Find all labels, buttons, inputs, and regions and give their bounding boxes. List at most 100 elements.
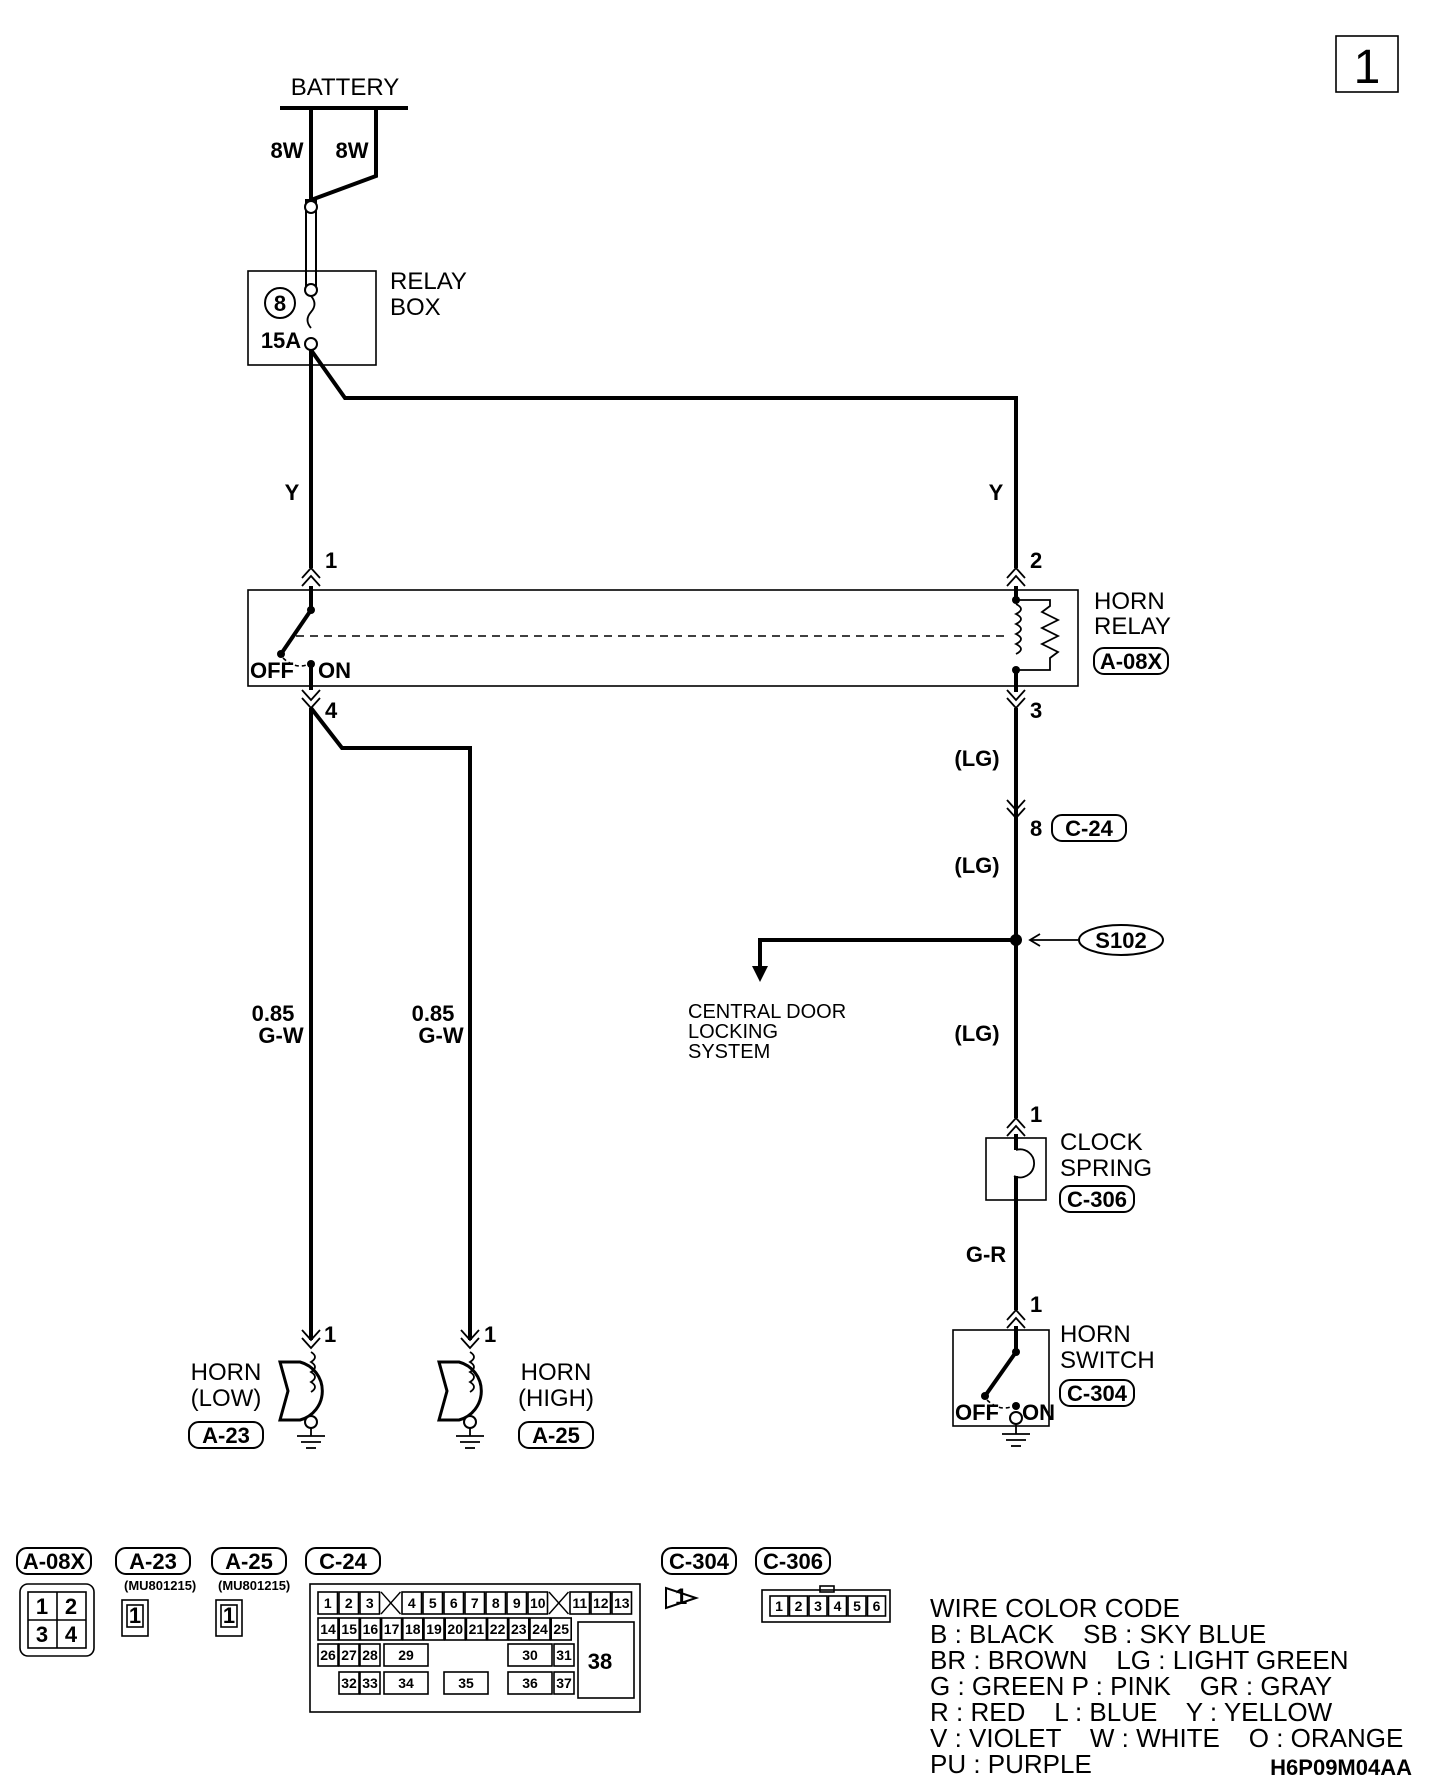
legend-title: WIRE COLOR CODE bbox=[930, 1593, 1180, 1623]
c306-pin-5-cell bbox=[847, 1595, 867, 1617]
c306-pin-4: 4 bbox=[834, 1598, 842, 1614]
c24-pin-37-cell bbox=[553, 1671, 575, 1695]
conn-a25-pin: 1 bbox=[223, 1603, 235, 1628]
c24-pin-21: 21 bbox=[469, 1621, 485, 1637]
horn-low-connector: A-23 bbox=[202, 1423, 250, 1448]
horn-switch-pin: 1 bbox=[1030, 1292, 1042, 1317]
horn-high: 1 HORN (HIGH) A-25 bbox=[437, 1322, 594, 1449]
c24-pin-6-cell bbox=[443, 1591, 465, 1615]
c24-pin-24-cell bbox=[529, 1617, 551, 1641]
conn-a23-pin: 1 bbox=[129, 1603, 141, 1628]
diagram-code: H6P09M04AA bbox=[1270, 1755, 1412, 1780]
horn-low: 1 HORN (LOW) A-23 bbox=[188, 1322, 336, 1449]
wire-y-right-label: Y bbox=[989, 480, 1004, 505]
c24-pin-20-cell bbox=[444, 1617, 467, 1641]
horn-switch-on: ON bbox=[1022, 1400, 1055, 1425]
conn-c304-pin: 1 bbox=[675, 1584, 687, 1609]
c24-pin-12: 12 bbox=[593, 1595, 609, 1611]
horn-output-wires: 0.85 G-W 0.85 G-W bbox=[252, 706, 472, 1340]
c24-pin-33-cell bbox=[359, 1671, 381, 1695]
central-door-label-3: SYSTEM bbox=[688, 1041, 770, 1063]
battery-wire-left-label: 8W bbox=[271, 138, 304, 163]
horn-high-pin: 1 bbox=[484, 1322, 496, 1347]
c24-pin-17: 17 bbox=[384, 1621, 400, 1637]
horn-low-wire-size: 0.85 bbox=[252, 1001, 295, 1026]
wire-color-legend: WIRE COLOR CODE B : BLACK SB : SKY BLUE … bbox=[930, 1593, 1412, 1780]
horn-relay-pin-2: 2 bbox=[1030, 548, 1042, 573]
horn-relay-label-2: RELAY bbox=[1094, 613, 1171, 640]
legend-line-3: G : GREEN P : PINK GR : GRAY bbox=[930, 1671, 1332, 1701]
c24-pin-7-cell bbox=[464, 1591, 486, 1615]
c24-pin-37: 37 bbox=[556, 1675, 572, 1691]
horn-relay-pin-4: 4 bbox=[325, 698, 338, 723]
wire-lg-label-2: (LG) bbox=[954, 853, 999, 878]
horn-low-label-1: HORN bbox=[191, 1359, 262, 1386]
c24-pin-21-cell bbox=[465, 1617, 488, 1641]
c24-pin-31: 31 bbox=[556, 1647, 572, 1663]
c24-pin-24: 24 bbox=[532, 1621, 548, 1637]
c24-pin-11: 11 bbox=[572, 1595, 587, 1611]
supply-wires: Y Y bbox=[285, 348, 1018, 568]
c24-pin-19: 19 bbox=[426, 1621, 442, 1637]
c24-pin-36-cell bbox=[507, 1671, 553, 1695]
c24-pin-32-cell bbox=[338, 1671, 360, 1695]
c24-pin-2-cell bbox=[338, 1591, 360, 1615]
c306-pin-5: 5 bbox=[853, 1598, 861, 1614]
clock-spring-pin: 1 bbox=[1030, 1102, 1042, 1127]
horn-relay-connector: A-08X bbox=[1100, 649, 1163, 674]
wire-y-left-label: Y bbox=[285, 480, 300, 505]
c24-pin-3: 3 bbox=[366, 1595, 374, 1611]
c24-pin-14-cell bbox=[317, 1617, 339, 1641]
clock-spring: 1 CLOCK SPRING C-306 G-R bbox=[966, 1102, 1152, 1310]
c24-pin-28: 28 bbox=[362, 1647, 378, 1663]
c24-pin-10-cell bbox=[527, 1591, 549, 1615]
horn-relay-pin-1: 1 bbox=[325, 548, 337, 573]
horn-switch-label-2: SWITCH bbox=[1060, 1347, 1155, 1374]
horn-high-connector: A-25 bbox=[532, 1423, 580, 1448]
page-number: 1 bbox=[1354, 41, 1381, 94]
horn-relay-on: ON bbox=[318, 658, 351, 683]
c24-pin-18: 18 bbox=[405, 1621, 421, 1637]
c24-pin-1-cell bbox=[317, 1591, 339, 1615]
horn-high-label-1: HORN bbox=[521, 1359, 592, 1386]
c24-pin-11-cell bbox=[569, 1591, 591, 1615]
c306-pin-2: 2 bbox=[795, 1598, 803, 1614]
horn-low-label-2: (LOW) bbox=[191, 1385, 262, 1412]
c24-pin-3-cell bbox=[359, 1591, 381, 1615]
c306-pin-6: 6 bbox=[873, 1598, 881, 1614]
c24-pin-17-cell bbox=[380, 1617, 403, 1641]
horn-high-label-2: (HIGH) bbox=[518, 1385, 594, 1412]
c24-pin-5-cell bbox=[422, 1591, 444, 1615]
c24-pin-14: 14 bbox=[320, 1621, 336, 1637]
c24-pin-20: 20 bbox=[447, 1621, 463, 1637]
c24-pin-9-cell bbox=[506, 1591, 528, 1615]
relay-box: 8 15A RELAY BOX bbox=[247, 268, 467, 366]
c24-pin-32: 32 bbox=[341, 1675, 357, 1691]
c24-pin-16: 16 bbox=[363, 1621, 379, 1637]
conn-c24-pin-38: 38 bbox=[588, 1649, 612, 1674]
horn-high-wire-size: 0.85 bbox=[412, 1001, 455, 1026]
c24-pin-27-cell bbox=[338, 1643, 360, 1667]
c24-pin-28-cell bbox=[359, 1643, 381, 1667]
legend-line-1: B : BLACK SB : SKY BLUE bbox=[930, 1619, 1266, 1649]
c24-pin-15: 15 bbox=[341, 1621, 357, 1637]
c24-pin-15-cell bbox=[338, 1617, 361, 1641]
horn-switch-connector: C-304 bbox=[1067, 1381, 1128, 1406]
c24-pin-25-cell bbox=[550, 1617, 573, 1641]
c24-pin-26-cell bbox=[317, 1643, 339, 1667]
c24-pin-35: 35 bbox=[458, 1675, 474, 1691]
battery-wires bbox=[304, 108, 378, 289]
conn-a23-label: A-23 bbox=[129, 1549, 177, 1574]
horn-low-pin: 1 bbox=[324, 1322, 336, 1347]
c306-pin-2-cell bbox=[788, 1595, 809, 1617]
c24-pin-29-cell bbox=[383, 1643, 429, 1667]
central-door-label-2: LOCKING bbox=[688, 1021, 778, 1043]
c24-pin-33: 33 bbox=[362, 1675, 378, 1691]
c306-pin-4-cell bbox=[827, 1595, 848, 1617]
relay-box-label-1: RELAY bbox=[390, 268, 467, 295]
c24-pin-6: 6 bbox=[450, 1595, 458, 1611]
c24-pin-35-cell bbox=[443, 1671, 489, 1695]
